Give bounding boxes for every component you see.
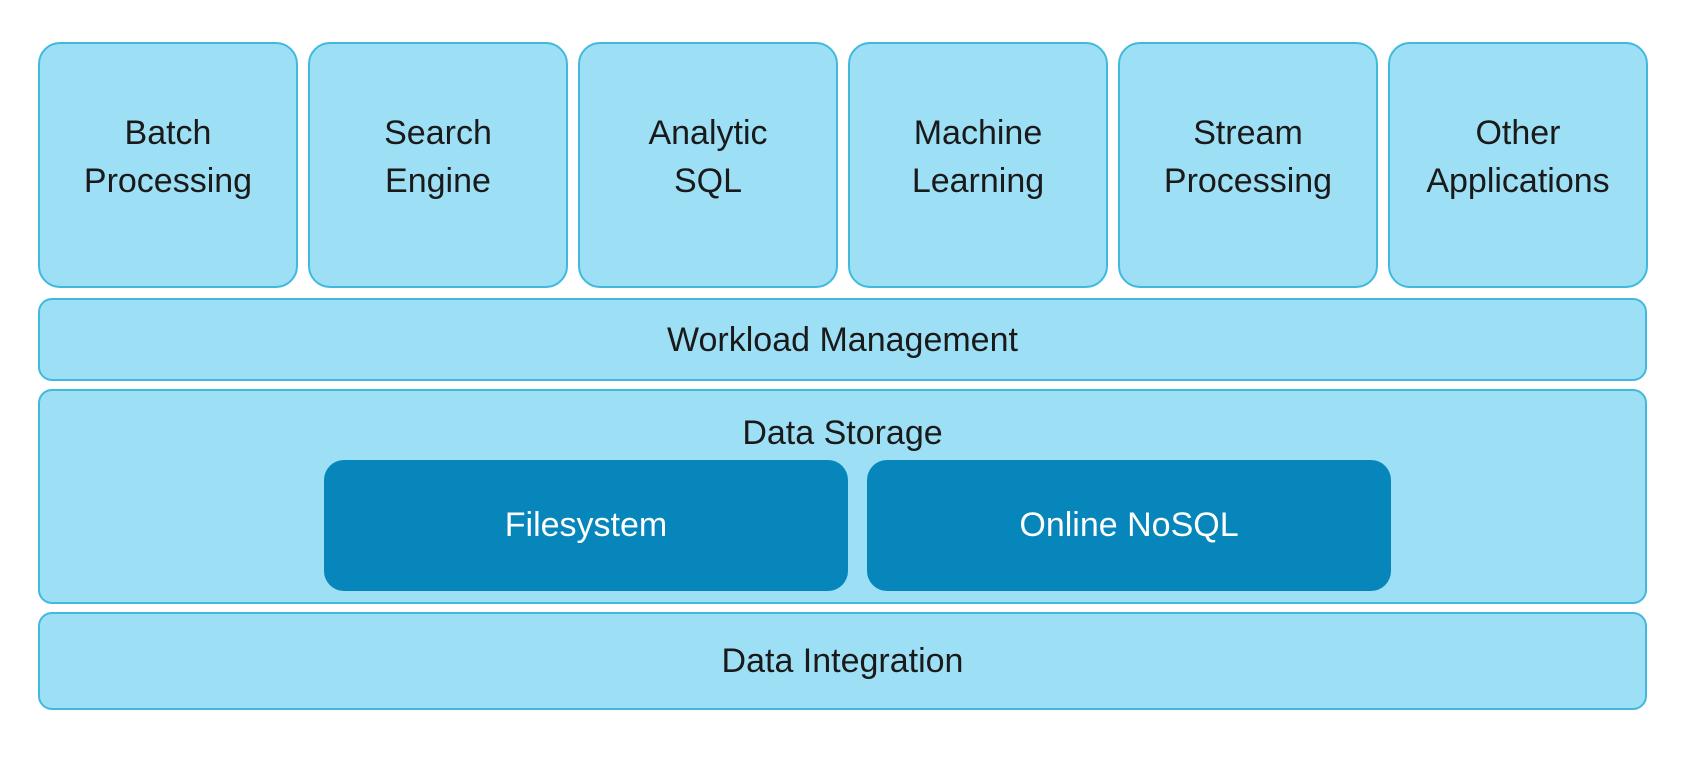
- app-box-machine-learning: Machine Learning: [848, 42, 1108, 288]
- app-box-analytic-sql: Analytic SQL: [578, 42, 838, 288]
- data-integration-layer: Data Integration: [38, 612, 1647, 710]
- workload-management-layer: Workload Management: [38, 298, 1647, 381]
- app-box-batch-processing: Batch Processing: [38, 42, 298, 288]
- app-label: Other Applications: [1426, 114, 1610, 200]
- data-storage-label: Data Storage: [742, 414, 943, 452]
- filesystem-box: Filesystem: [324, 460, 848, 591]
- app-label: Analytic SQL: [648, 114, 768, 200]
- workload-management-label: Workload Management: [667, 321, 1018, 359]
- app-label: Stream Processing: [1163, 114, 1333, 200]
- app-box-search-engine: Search Engine: [308, 42, 568, 288]
- app-box-other-applications: Other Applications: [1388, 42, 1648, 288]
- data-integration-label: Data Integration: [721, 642, 964, 680]
- online-nosql-box: Online NoSQL: [867, 460, 1391, 591]
- online-nosql-label: Online NoSQL: [1019, 506, 1239, 544]
- app-label: Batch Processing: [83, 114, 253, 200]
- filesystem-label: Filesystem: [504, 506, 668, 544]
- app-box-stream-processing: Stream Processing: [1118, 42, 1378, 288]
- app-label: Machine Learning: [911, 114, 1045, 200]
- app-label: Search Engine: [384, 114, 492, 200]
